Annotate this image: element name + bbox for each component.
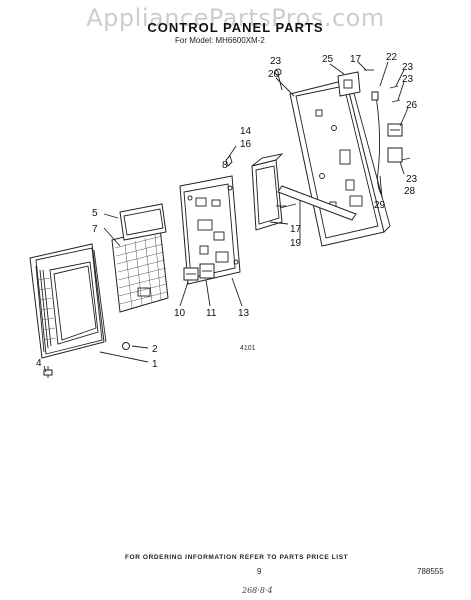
diagram-code: 4101 [240,345,256,352]
callout-4: 4 [36,358,42,369]
callout-numbers: 5 7 2 1 4 10 11 13 14 16 8 17 19 23 20 2… [36,52,418,370]
callout-23a: 23 [270,56,282,67]
wire-lead-part [371,91,383,197]
document-code: 788555 [417,567,444,576]
callout-22: 22 [386,52,398,63]
switch-assembly-part [183,263,215,281]
grille-panel-part [111,227,169,313]
callout-26: 26 [406,100,418,111]
callout-1: 1 [152,359,158,370]
callout-16: 16 [240,139,252,150]
callout-23d: 23 [406,174,418,185]
callout-2: 2 [152,344,158,355]
rear-housing-part [289,79,391,247]
door-frame-part [29,243,107,359]
callout-8: 8 [222,160,228,171]
callout-19: 19 [290,238,302,249]
leader-lines [43,61,409,373]
callout-20: 20 [268,69,280,80]
callout-28: 28 [404,186,416,197]
ordering-note: FOR ORDERING INFORMATION REFER TO PARTS … [125,554,349,561]
callout-17b: 17 [350,54,362,65]
monitor-switch-part [387,123,403,163]
trim-strip-part [277,185,357,221]
callout-23c: 23 [402,74,414,85]
callout-23b: 23 [402,62,414,73]
callout-13: 13 [238,308,250,319]
callout-17a: 17 [290,224,302,235]
interlock-switch-part [337,71,361,97]
page-number: 9 [257,567,262,576]
window-strip-part [119,203,167,241]
callout-11: 11 [206,308,217,319]
callout-14: 14 [240,126,252,137]
callout-7: 7 [92,224,98,235]
callout-29: 29 [374,200,386,211]
callout-5: 5 [92,208,98,219]
control-board-part [179,175,241,285]
panel-bracket-part [251,153,297,231]
page-title: CONTROL PANEL PARTS [147,20,324,35]
watermark-logo: AppliancePartsPros.com [86,4,385,32]
model-label: For Model: MH6600XM-2 [175,36,265,45]
callout-25: 25 [322,54,334,65]
handwritten-stamp: 268·8·4 [242,586,273,595]
callout-10: 10 [174,308,186,319]
